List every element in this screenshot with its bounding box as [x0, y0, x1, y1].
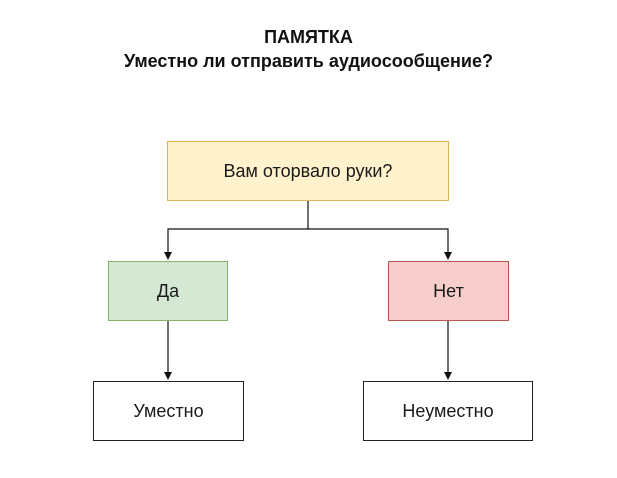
no-node: Нет	[388, 261, 509, 321]
yes-label: Да	[156, 280, 180, 301]
page-title: ПАМЯТКА	[264, 27, 353, 47]
connector-question-split	[164, 201, 309, 260]
page-subtitle: Уместно ли отправить аудиосообщение?	[124, 51, 493, 71]
inappropriate-label: Неуместно	[402, 400, 494, 421]
yes-node: Да	[108, 261, 228, 321]
appropriate-label: Уместно	[133, 400, 204, 421]
question-node: Вам оторвало руки?	[167, 141, 449, 201]
connector-question-no	[308, 228, 452, 260]
appropriate-result-node: Уместно	[93, 381, 244, 441]
question-label: Вам оторвало руки?	[223, 160, 393, 181]
inappropriate-result-node: Неуместно	[363, 381, 533, 441]
no-label: Нет	[433, 280, 464, 301]
